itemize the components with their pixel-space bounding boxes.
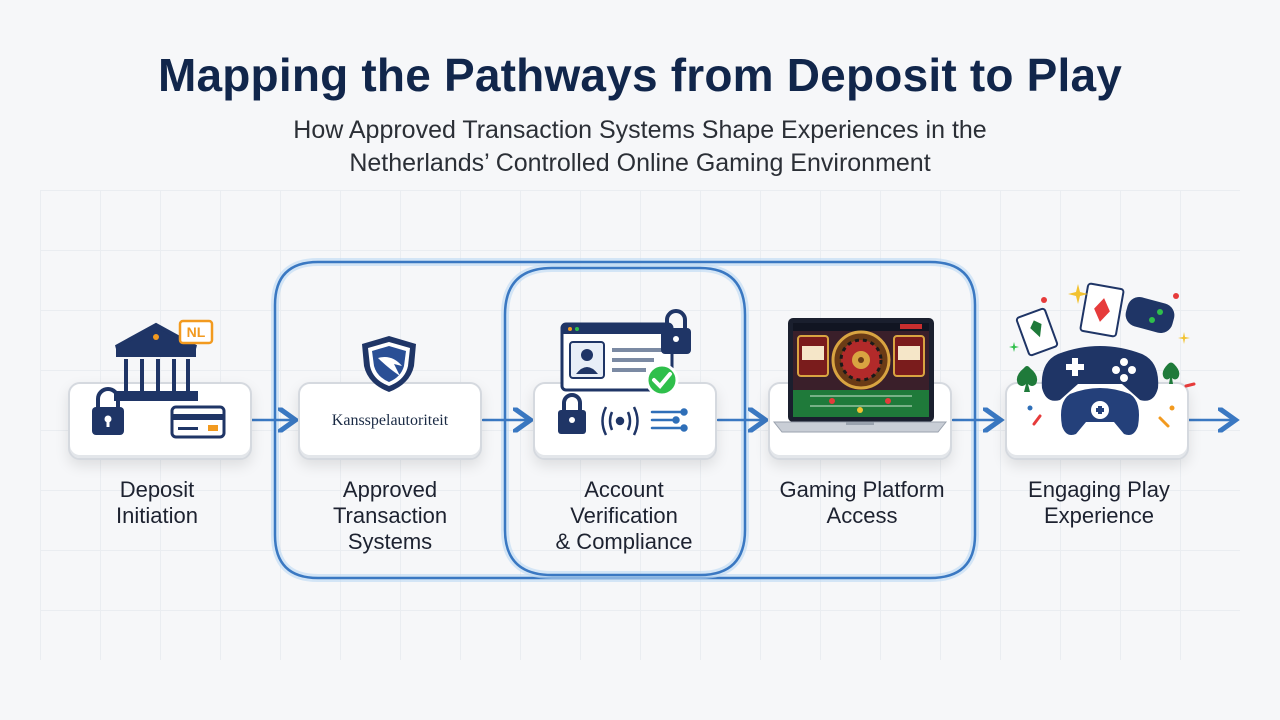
laptop-icon: [772, 318, 948, 433]
lock-icon: [92, 387, 124, 435]
step-verification-label: Account Verification & Compliance: [555, 477, 693, 554]
check-icon: [645, 363, 679, 397]
slot-machine-left: [797, 335, 829, 377]
page-subtitle: How Approved Transaction Systems Shape E…: [0, 114, 1280, 180]
subtitle-line-1: How Approved Transaction Systems Shape E…: [293, 116, 987, 144]
playing-card-icon: [1079, 282, 1125, 338]
subtitle-line-2: Netherlands’ Controlled Online Gaming En…: [349, 149, 931, 177]
id-card-icon: [560, 322, 674, 392]
lock-icon: [661, 309, 691, 354]
step-approved-label: Approved Transaction Systems: [332, 477, 448, 554]
data-lines-icon: [650, 408, 688, 432]
credit-card-icon: [170, 405, 226, 439]
page-title: Mapping the Pathways from Deposit to Pla…: [157, 49, 1123, 101]
step-platform-label: Gaming Platform Access: [779, 477, 945, 528]
verification-icons: [558, 309, 691, 436]
gamepad-icon: [1041, 346, 1159, 401]
gamepad-icon: [1061, 388, 1139, 435]
lock-icon: [558, 393, 586, 434]
deposit-icons: NL: [92, 319, 226, 439]
roulette-icon: [831, 330, 891, 390]
step-approved-box: Kansspelautoriteit: [298, 382, 482, 460]
small-gamepad-icon: [1125, 296, 1175, 334]
nl-badge: NL: [178, 319, 214, 345]
nl-badge-text: NL: [187, 324, 206, 340]
sparkle-icon: [1009, 284, 1196, 428]
spade-icon: [1016, 362, 1180, 392]
step-play-label: Engaging Play Experience: [1028, 477, 1170, 528]
kansspelautoriteit-wordmark: Kansspelautoriteit: [331, 412, 449, 429]
slot-machine-right: [893, 335, 925, 377]
wireless-icon: [601, 406, 639, 436]
gaming-table: [793, 390, 929, 417]
play-icons: [1009, 282, 1196, 435]
playing-card-icon: [1015, 307, 1059, 357]
step-deposit-label: Deposit Initiation: [116, 477, 198, 528]
shield-icon: [362, 336, 416, 392]
